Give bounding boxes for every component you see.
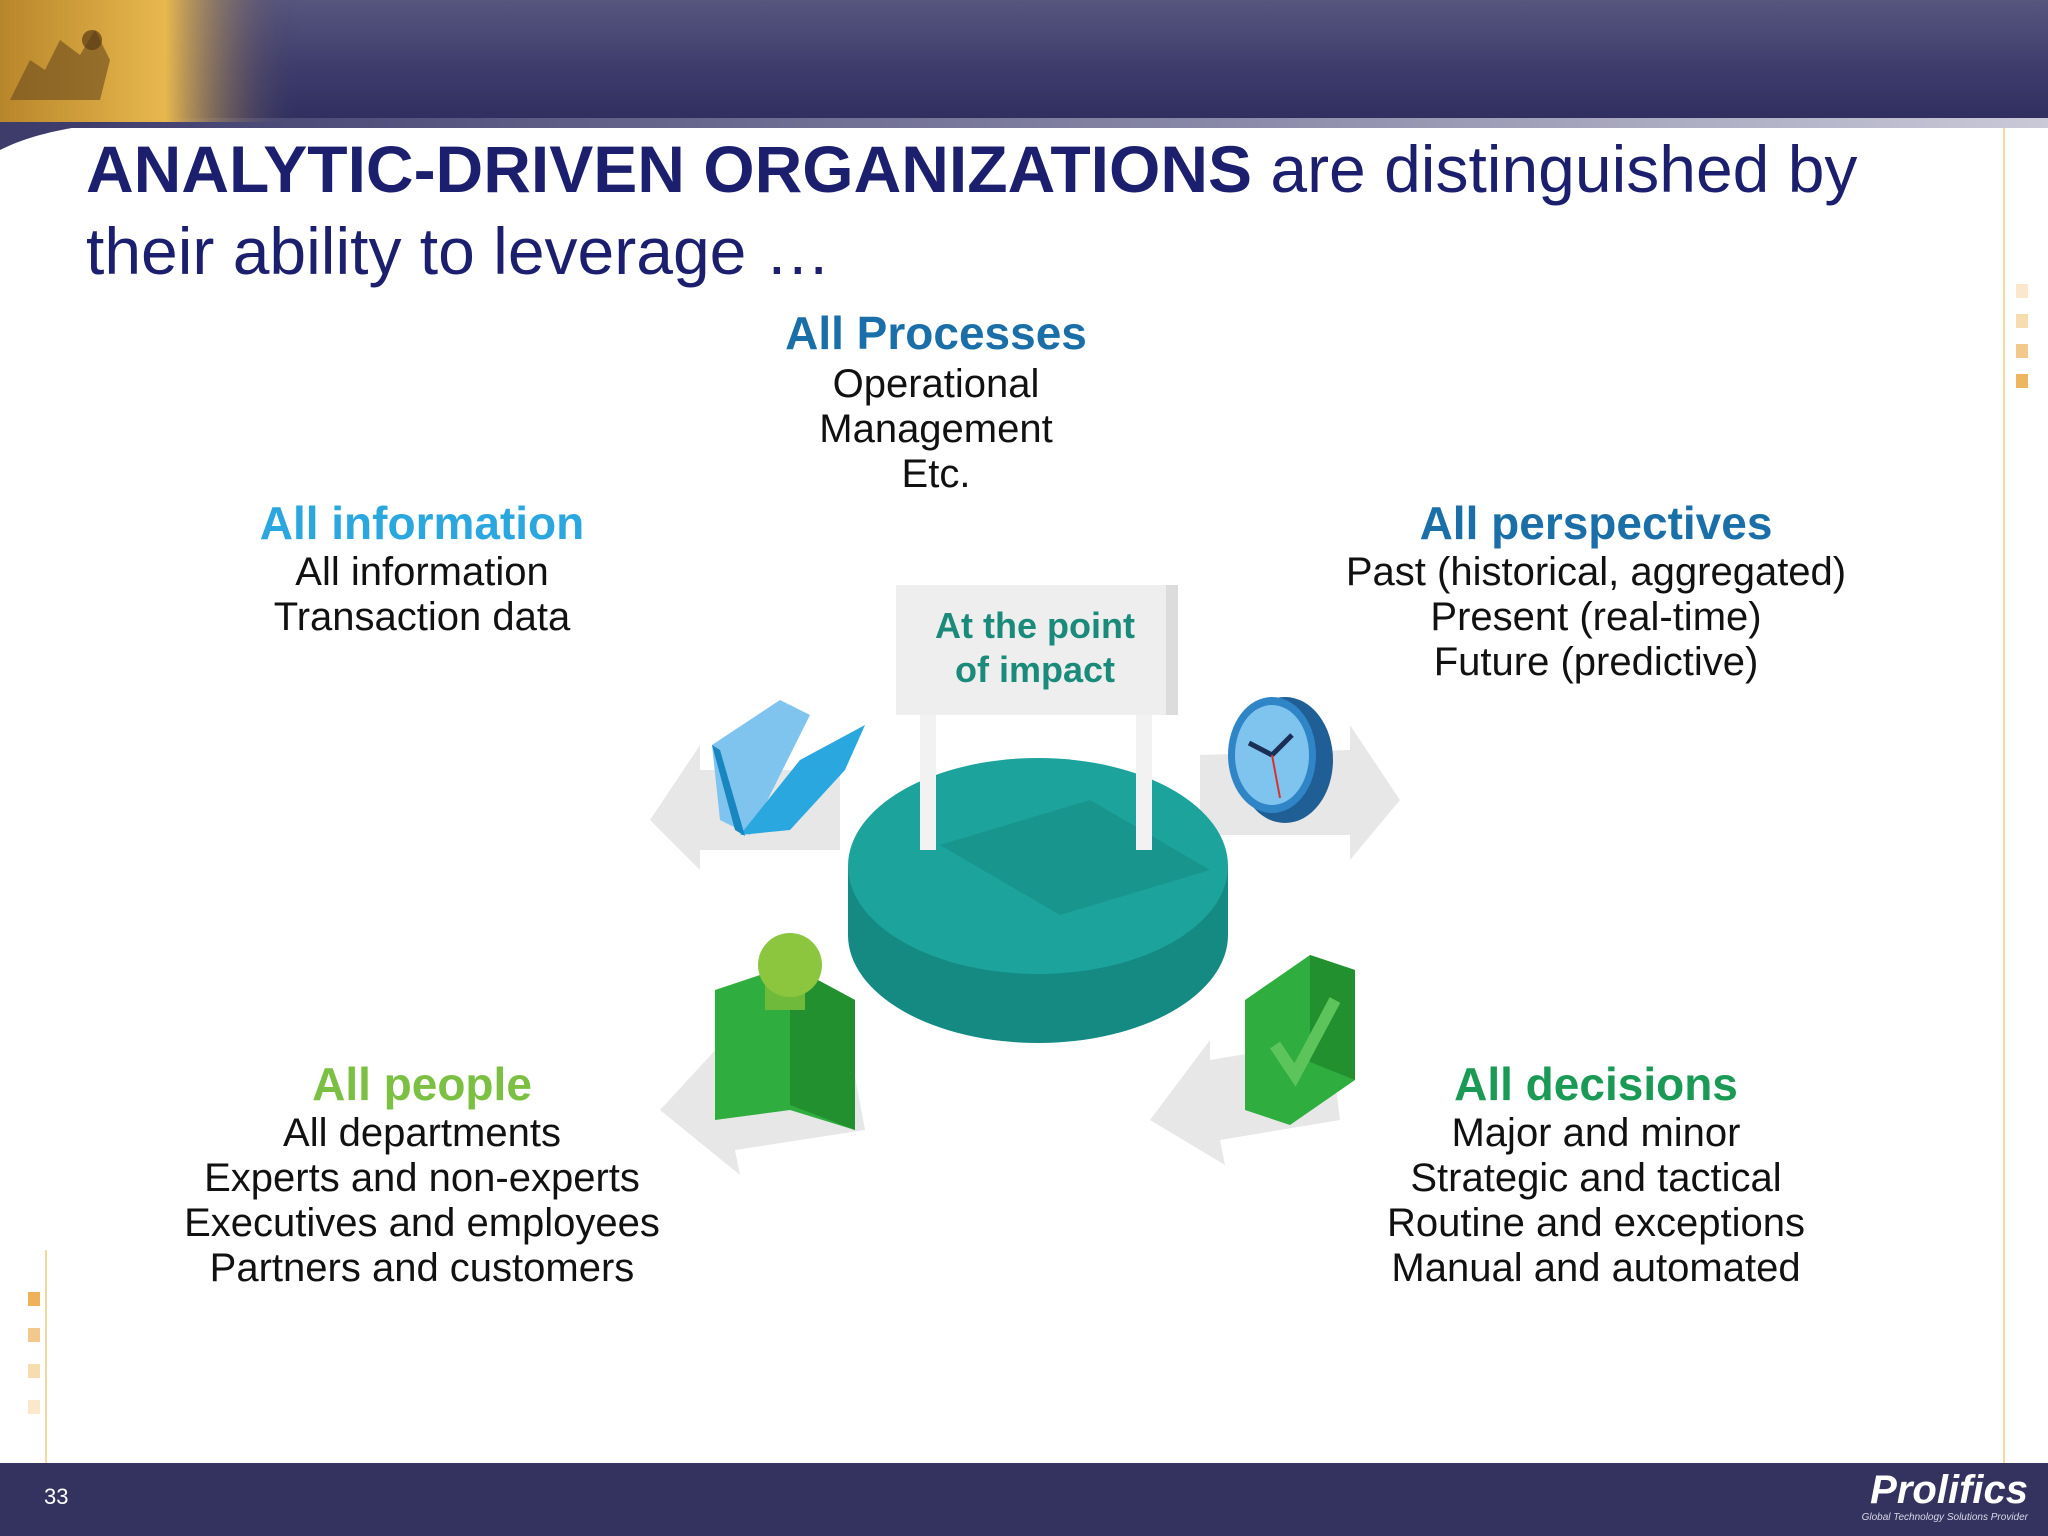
sign-line-1: At the point <box>935 605 1135 646</box>
checkbox-icon <box>1245 955 1355 1125</box>
perspectives-lines: Past (historical, aggregated) Present (r… <box>1296 550 1896 685</box>
decisions-lines: Major and minor Strategic and tactical R… <box>1296 1111 1896 1291</box>
sign-line-2: of impact <box>954 649 1115 690</box>
information-line: All information <box>295 550 549 594</box>
clock-icon <box>1228 697 1333 823</box>
information-line: Transaction data <box>273 595 571 639</box>
people-line: All departments <box>283 1111 561 1155</box>
header-stripe <box>0 118 2048 128</box>
header-bar <box>0 0 2048 122</box>
right-deco-square <box>2016 374 2028 388</box>
sign-text: At the point of impact <box>900 604 1170 692</box>
processes-line: Etc. <box>901 452 971 496</box>
information-lines: All information Transaction data <box>172 550 672 640</box>
perspectives-line: Present (real-time) <box>1430 595 1762 639</box>
processes-line: Management <box>819 407 1053 451</box>
right-divider-line <box>2003 128 2005 1463</box>
people-lines: All departments Experts and non-experts … <box>122 1111 722 1291</box>
right-deco-square <box>2016 284 2028 298</box>
perspectives-line: Past (historical, aggregated) <box>1345 550 1847 594</box>
footer-bar <box>0 1463 2048 1536</box>
left-divider-line <box>45 1250 47 1463</box>
decisions-line: Strategic and tactical <box>1410 1156 1782 1200</box>
people-line: Experts and non-experts <box>204 1156 640 1200</box>
perspectives-line: Future (predictive) <box>1433 640 1759 684</box>
folder-icon <box>712 700 865 836</box>
title-bold: ANALYTIC-DRIVEN ORGANIZATIONS <box>86 132 1253 206</box>
people-line: Executives and employees <box>184 1201 660 1245</box>
people-line: Partners and customers <box>209 1246 635 1290</box>
information-heading: All information <box>259 497 585 549</box>
perspectives-heading: All perspectives <box>1419 497 1773 549</box>
left-deco-square <box>28 1364 40 1378</box>
right-deco-square <box>2016 344 2028 358</box>
decisions-line: Routine and exceptions <box>1386 1201 1806 1245</box>
slide-title: ANALYTIC-DRIVEN ORGANIZATIONS are distin… <box>86 128 1986 292</box>
logo-wordmark: Prolifics <box>1870 1468 2028 1512</box>
logo-tagline: Global Technology Solutions Provider <box>1861 1512 2028 1523</box>
left-deco-square <box>28 1328 40 1342</box>
processes-heading: All Processes <box>785 307 1087 359</box>
center-disc <box>848 758 1228 1043</box>
left-deco-square <box>28 1400 40 1414</box>
people-heading: All people <box>312 1058 532 1110</box>
right-deco-square <box>2016 314 2028 328</box>
left-deco-square <box>28 1292 40 1306</box>
decisions-line: Manual and automated <box>1391 1246 1801 1290</box>
decisions-heading: All decisions <box>1454 1058 1738 1110</box>
sign <box>896 585 1178 850</box>
person-icon <box>715 933 855 1130</box>
title-regular: are distinguished by their ability to le… <box>86 132 1858 288</box>
page-number: 33 <box>44 1484 69 1509</box>
prolifics-logo: Prolifics Global Technology Solutions Pr… <box>1838 1468 2028 1528</box>
processes-line: Operational <box>832 362 1040 406</box>
header-photo <box>0 0 300 150</box>
decisions-line: Major and minor <box>1451 1111 1741 1155</box>
processes-lines: Operational Management Etc. <box>686 362 1186 497</box>
